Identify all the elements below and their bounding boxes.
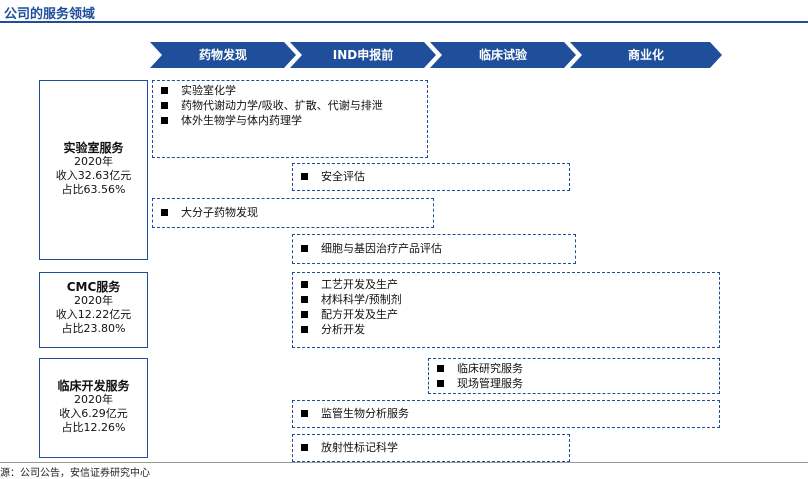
stage-label-clinical: 临床试验 — [478, 48, 527, 62]
service-share: 占比63.56% — [61, 183, 126, 196]
stage-label-ind: IND申报前 — [332, 48, 394, 62]
list-item: 大分子药物发现 — [159, 205, 427, 220]
service-lab: 实验室服务 2020年 收入32.63亿元 占比63.56% — [39, 80, 148, 260]
service-revenue: 收入6.29亿元 — [59, 407, 128, 420]
list-item: 实验室化学 — [159, 83, 421, 98]
list-item: 临床研究服务 — [435, 361, 713, 376]
box-clinical-research: 临床研究服务 现场管理服务 — [428, 358, 720, 394]
list-item: 材料科学/预制剂 — [299, 292, 713, 307]
list-item: 配方开发及生产 — [299, 307, 713, 322]
service-revenue: 收入32.63亿元 — [55, 169, 132, 182]
box-large-molecule: 大分子药物发现 — [152, 198, 434, 228]
stage-label-discovery: 药物发现 — [198, 48, 247, 62]
page-title: 公司的服务领域 — [4, 7, 96, 22]
source-note: 源：公司公告，安信证券研究中心 — [0, 468, 150, 479]
service-name: CMC服务 — [66, 280, 121, 294]
list-item: 细胞与基因治疗产品评估 — [299, 241, 569, 256]
title-divider — [0, 21, 808, 23]
footer-divider — [0, 462, 808, 463]
service-revenue: 收入12.22亿元 — [55, 308, 132, 321]
stage-arrow-1 — [150, 42, 296, 68]
stage-arrow-3 — [430, 42, 576, 68]
list-item: 现场管理服务 — [435, 376, 713, 391]
list-item: 药物代谢动力学/吸收、扩散、代谢与排泄 — [159, 98, 421, 113]
box-radiolabel: 放射性标记科学 — [292, 434, 570, 462]
list-item: 体外生物学与体内药理学 — [159, 113, 421, 128]
list-item: 监管生物分析服务 — [299, 406, 713, 421]
box-bioanalysis: 监管生物分析服务 — [292, 400, 720, 428]
stage-arrow-4 — [570, 42, 722, 68]
service-share: 占比12.26% — [61, 421, 126, 434]
list-item: 安全评估 — [299, 169, 563, 184]
service-year: 2020年 — [74, 294, 113, 307]
list-item: 分析开发 — [299, 322, 713, 337]
box-safety: 安全评估 — [292, 163, 570, 191]
box-cmc: 工艺开发及生产 材料科学/预制剂 配方开发及生产 分析开发 — [292, 272, 720, 348]
box-cell-gene: 细胞与基因治疗产品评估 — [292, 234, 576, 264]
service-name: 实验室服务 — [63, 141, 124, 155]
stage-label-commercial: 商业化 — [627, 48, 664, 62]
service-clinical: 临床开发服务 2020年 收入6.29亿元 占比12.26% — [39, 358, 148, 458]
stage-arrows — [150, 42, 722, 68]
service-year: 2020年 — [74, 393, 113, 406]
list-item: 放射性标记科学 — [299, 440, 563, 455]
list-item: 工艺开发及生产 — [299, 277, 713, 292]
service-year: 2020年 — [74, 155, 113, 168]
service-name: 临床开发服务 — [57, 379, 130, 393]
service-cmc: CMC服务 2020年 收入12.22亿元 占比23.80% — [39, 272, 148, 348]
stage-arrow-2 — [290, 42, 436, 68]
service-share: 占比23.80% — [61, 322, 126, 335]
box-lab-chemistry: 实验室化学 药物代谢动力学/吸收、扩散、代谢与排泄 体外生物学与体内药理学 — [152, 80, 428, 158]
